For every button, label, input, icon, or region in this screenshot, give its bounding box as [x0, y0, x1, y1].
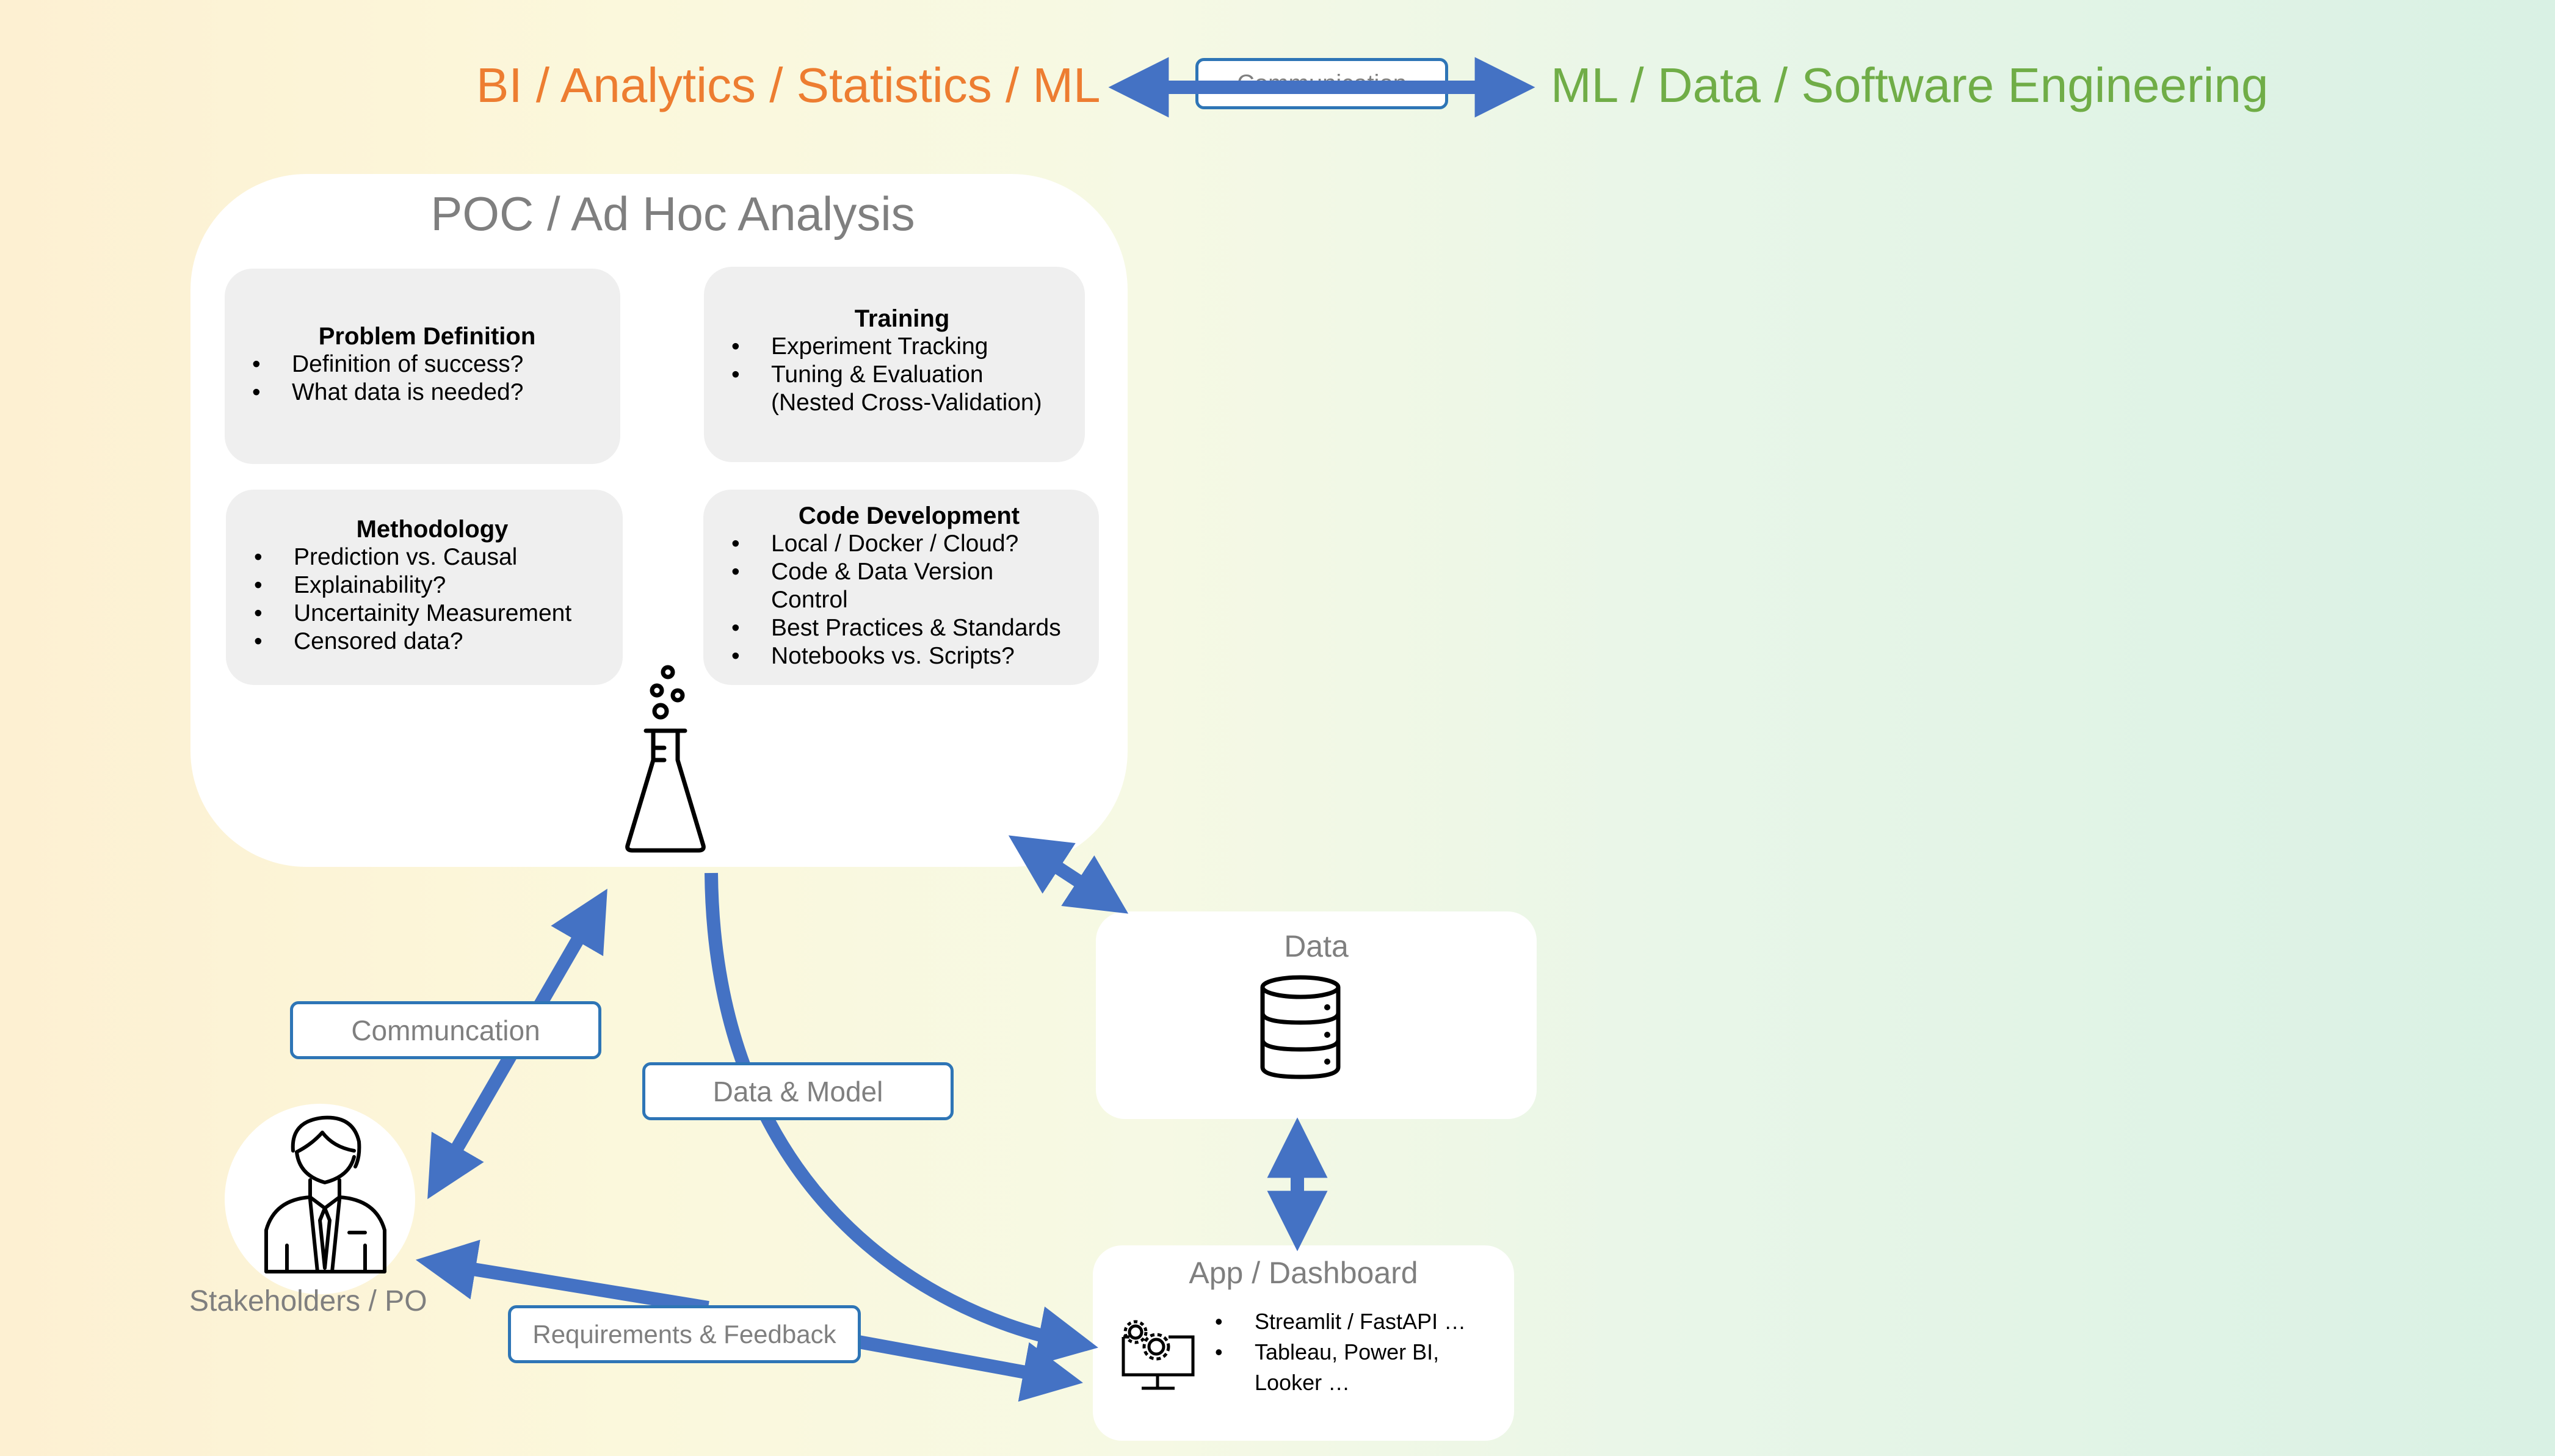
- requirements-feedback-label: Requirements & Feedback: [508, 1305, 861, 1363]
- person-icon: [264, 1115, 386, 1273]
- list-item: Uncertainity Measurement: [254, 599, 611, 628]
- list-item: Streamlit / FastAPI …: [1255, 1309, 1466, 1334]
- card-methodology: Methodology Prediction vs. Causal Explai…: [226, 490, 623, 685]
- arrow-data-model: [705, 872, 1098, 1366]
- card-methodology-title: Methodology: [356, 516, 509, 543]
- poc-title: POC / Ad Hoc Analysis: [430, 187, 915, 241]
- list-item: Experiment Tracking: [731, 333, 1073, 361]
- list-item: Tableau, Power BI, Looker …: [1255, 1339, 1440, 1395]
- app-title: App / Dashboard: [1189, 1256, 1418, 1290]
- card-training-title: Training: [854, 305, 950, 332]
- list-item: What data is needed?: [252, 378, 602, 407]
- requirements-feedback-text: Requirements & Feedback: [532, 1319, 836, 1349]
- arrow-poc-data: [1008, 835, 1129, 914]
- arrow-requirements-to-app: [847, 1333, 1083, 1402]
- list-item: Definition of success?: [252, 350, 602, 378]
- header-right-title: ML / Data / Software Engineering: [1551, 58, 2269, 112]
- flask-icon: [625, 665, 706, 853]
- database-icon: [1260, 975, 1341, 1079]
- list-item: Best Practices & Standards: [731, 614, 1087, 642]
- stakeholders-label: Stakeholders / PO: [189, 1285, 427, 1317]
- list-item: Censored data?: [254, 628, 611, 656]
- data-model-text: Data & Model: [712, 1075, 883, 1107]
- card-training: Training Experiment Tracking Tuning & Ev…: [704, 267, 1085, 462]
- monitor-gears-icon: [1122, 1320, 1195, 1390]
- app-list: • Streamlit / FastAPI … • Tableau, Power…: [1215, 1309, 1466, 1395]
- data-model-label: Data & Model: [642, 1062, 954, 1120]
- data-title: Data: [1284, 929, 1349, 963]
- communcation-label: Communcation: [290, 1001, 601, 1059]
- list-item: Explainability?: [254, 571, 611, 599]
- card-code-development: Code Development Local / Docker / Cloud?…: [703, 490, 1099, 685]
- header-left-title: BI / Analytics / Statistics / ML: [476, 58, 1101, 112]
- list-item: Tuning & Evaluation (Nested Cross-Valida…: [731, 361, 1073, 417]
- arrow-requirements-to-stakeholder: [415, 1239, 709, 1314]
- card-code-development-title: Code Development: [798, 502, 1020, 529]
- data-panel: [1096, 911, 1537, 1119]
- list-item: Code & Data Version Control: [731, 558, 1003, 614]
- communcation-text: Communcation: [351, 1014, 540, 1046]
- list-item: Notebooks vs. Scripts?: [731, 642, 1087, 670]
- list-item: Local / Docker / Cloud?: [731, 530, 1087, 558]
- card-problem-definition: Problem Definition Definition of success…: [225, 269, 620, 464]
- card-problem-definition-title: Problem Definition: [318, 323, 536, 350]
- list-item: Prediction vs. Causal: [254, 543, 611, 571]
